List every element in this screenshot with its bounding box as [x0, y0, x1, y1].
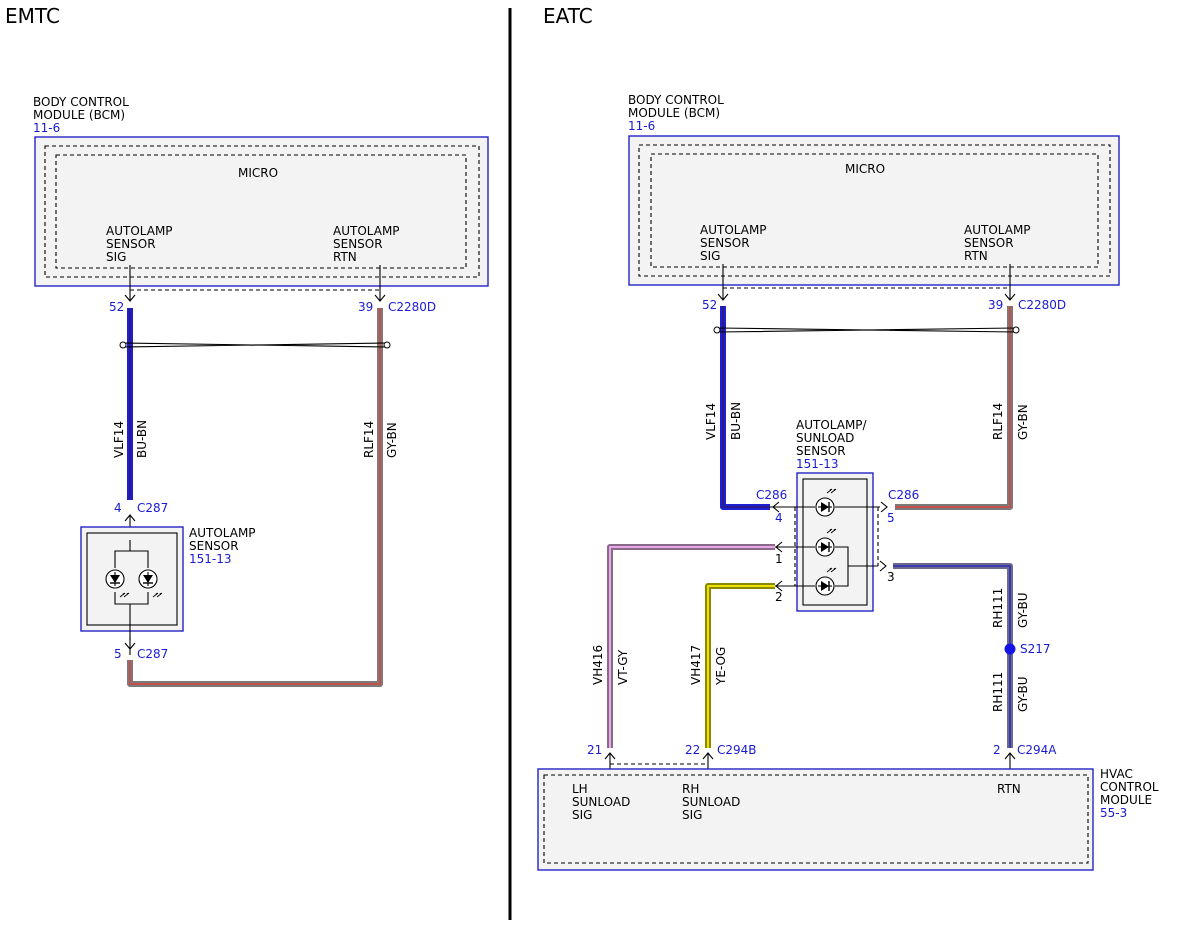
hvac-pin2: 2: [993, 743, 1001, 757]
hvac-rh-l3: SIG: [682, 808, 702, 822]
hvac-name2: CONTROL: [1100, 780, 1159, 794]
right-rh111-lower-label: RH111: [991, 672, 1005, 712]
hvac-name3: MODULE: [1100, 793, 1152, 807]
right-bcm-name2: MODULE (BCM): [628, 106, 720, 120]
right-sensor-name1: AUTOLAMP/: [796, 418, 868, 432]
right-rh111-upper-label: RH111: [991, 588, 1005, 628]
left-bcm-module: BODY CONTROL MODULE (BCM) 11-6 MICRO AUT…: [33, 95, 489, 287]
left-micro-label: MICRO: [238, 166, 278, 180]
hvac-lh-l1: LH: [572, 782, 588, 796]
left-rlf14-label: RLF14: [362, 421, 376, 458]
right-sensor-pin3: 3: [887, 570, 895, 584]
splice-s217-dot: [1004, 643, 1016, 655]
left-sensor-c287-top: C287: [137, 501, 168, 515]
right-pin-52: 52: [702, 298, 717, 312]
left-bcm-name2: MODULE (BCM): [33, 108, 125, 122]
right-pin-39: 39: [988, 298, 1003, 312]
splice-s217-label: S217: [1020, 642, 1051, 656]
right-sig-l2: SENSOR: [700, 236, 750, 250]
right-sensor-name2: SUNLOAD: [796, 431, 854, 445]
left-rtn-l3: RTN: [333, 250, 357, 264]
right-gybu-lower-label: GY-BU: [1016, 676, 1030, 712]
right-sensor-pin4: 4: [775, 511, 783, 525]
right-bubn-label: BU-BN: [729, 402, 743, 440]
right-vtgy-label: VT-GY: [616, 649, 630, 685]
left-bubn-label: BU-BN: [135, 420, 149, 458]
right-vlf14-label: VLF14: [704, 403, 718, 440]
hvac-rtn-label: RTN: [997, 782, 1021, 796]
right-bcm-module: BODY CONTROL MODULE (BCM) 11-6 MICRO AUT…: [628, 93, 1120, 286]
right-wire-rh111: [893, 563, 1013, 748]
right-gybu-upper-label: GY-BU: [1016, 592, 1030, 628]
hvac-rh-l1: RH: [682, 782, 699, 796]
left-sig-l1: AUTOLAMP: [106, 224, 173, 238]
right-vh417-label: VH417: [689, 645, 703, 685]
right-rtn-l2: SENSOR: [964, 236, 1014, 250]
right-bcm-name: BODY CONTROL: [628, 93, 724, 107]
panel-title-eatc: EATC: [543, 4, 593, 28]
left-sig-l3: SIG: [106, 250, 126, 264]
right-wire-rlf14: [895, 306, 1013, 510]
right-sig-l3: SIG: [700, 249, 720, 263]
left-sensor-c287-bottom: C287: [137, 647, 168, 661]
hvac-control-module: 21 22 C294B 2 C294A LH SUNLOAD SIG RH SU…: [537, 743, 1159, 871]
hvac-name1: HVAC: [1100, 767, 1133, 781]
hvac-lh-l3: SIG: [572, 808, 592, 822]
right-sensor-pin2: 2: [775, 590, 783, 604]
right-wire-vh417: [705, 583, 775, 748]
right-gybn-label: GY-BN: [1016, 404, 1030, 440]
left-wire-rlf14: [127, 308, 383, 687]
right-vh416-label: VH416: [591, 645, 605, 685]
left-pin-39: 39: [358, 300, 373, 314]
hvac-pin22: 22: [685, 743, 700, 757]
left-pin-52: 52: [109, 300, 124, 314]
left-rtn-l1: AUTOLAMP: [333, 224, 400, 238]
left-bcm-name: BODY CONTROL: [33, 95, 129, 109]
left-gybn-label: GY-BN: [385, 422, 399, 458]
hvac-connector-c294a: C294A: [1017, 743, 1057, 757]
hvac-lh-l2: SUNLOAD: [572, 795, 630, 809]
right-rtn-l1: AUTOLAMP: [964, 223, 1031, 237]
hvac-connector-c294b: C294B: [717, 743, 757, 757]
hvac-ref: 55-3: [1100, 806, 1127, 820]
hvac-pin21: 21: [587, 743, 602, 757]
right-wire-vh416: [607, 544, 775, 748]
right-rlf14-label: RLF14: [991, 403, 1005, 440]
right-wire-vlf14: [720, 306, 770, 510]
left-vlf14-label: VLF14: [112, 421, 126, 458]
left-sensor-ref: 151-13: [189, 552, 232, 566]
right-connector-c2280d: C2280D: [1018, 298, 1066, 312]
right-autolamp-sunload-sensor: AUTOLAMP/ SUNLOAD SENSOR 151-13 C286 C28…: [756, 418, 919, 612]
right-bcm-ref: 11-6: [628, 119, 655, 133]
right-sig-l1: AUTOLAMP: [700, 223, 767, 237]
left-sensor-pin4: 4: [114, 501, 122, 515]
right-sensor-pin1: 1: [775, 552, 783, 566]
right-sensor-pin5: 5: [887, 511, 895, 525]
right-rtn-l3: RTN: [964, 249, 988, 263]
left-autolamp-sensor: 4 C287 5 C287 AUTOLAMP SENSOR 151-13: [80, 501, 256, 661]
left-bcm-ref: 11-6: [33, 121, 60, 135]
right-micro-label: MICRO: [845, 162, 885, 176]
right-yeog-label: YE-OG: [714, 647, 728, 686]
left-connector-c2280d: C2280D: [388, 300, 436, 314]
left-sensor-name2: SENSOR: [189, 539, 239, 553]
left-sensor-name1: AUTOLAMP: [189, 526, 256, 540]
right-sensor-c286-right: C286: [888, 488, 919, 502]
right-sensor-c286-left: C286: [756, 488, 787, 502]
panel-title-emtc: EMTC: [5, 4, 60, 28]
right-sensor-name3: SENSOR: [796, 444, 846, 458]
left-sensor-pin5: 5: [114, 647, 122, 661]
left-sig-l2: SENSOR: [106, 237, 156, 251]
left-rtn-l2: SENSOR: [333, 237, 383, 251]
right-sensor-ref: 151-13: [796, 457, 839, 471]
hvac-rh-l2: SUNLOAD: [682, 795, 740, 809]
